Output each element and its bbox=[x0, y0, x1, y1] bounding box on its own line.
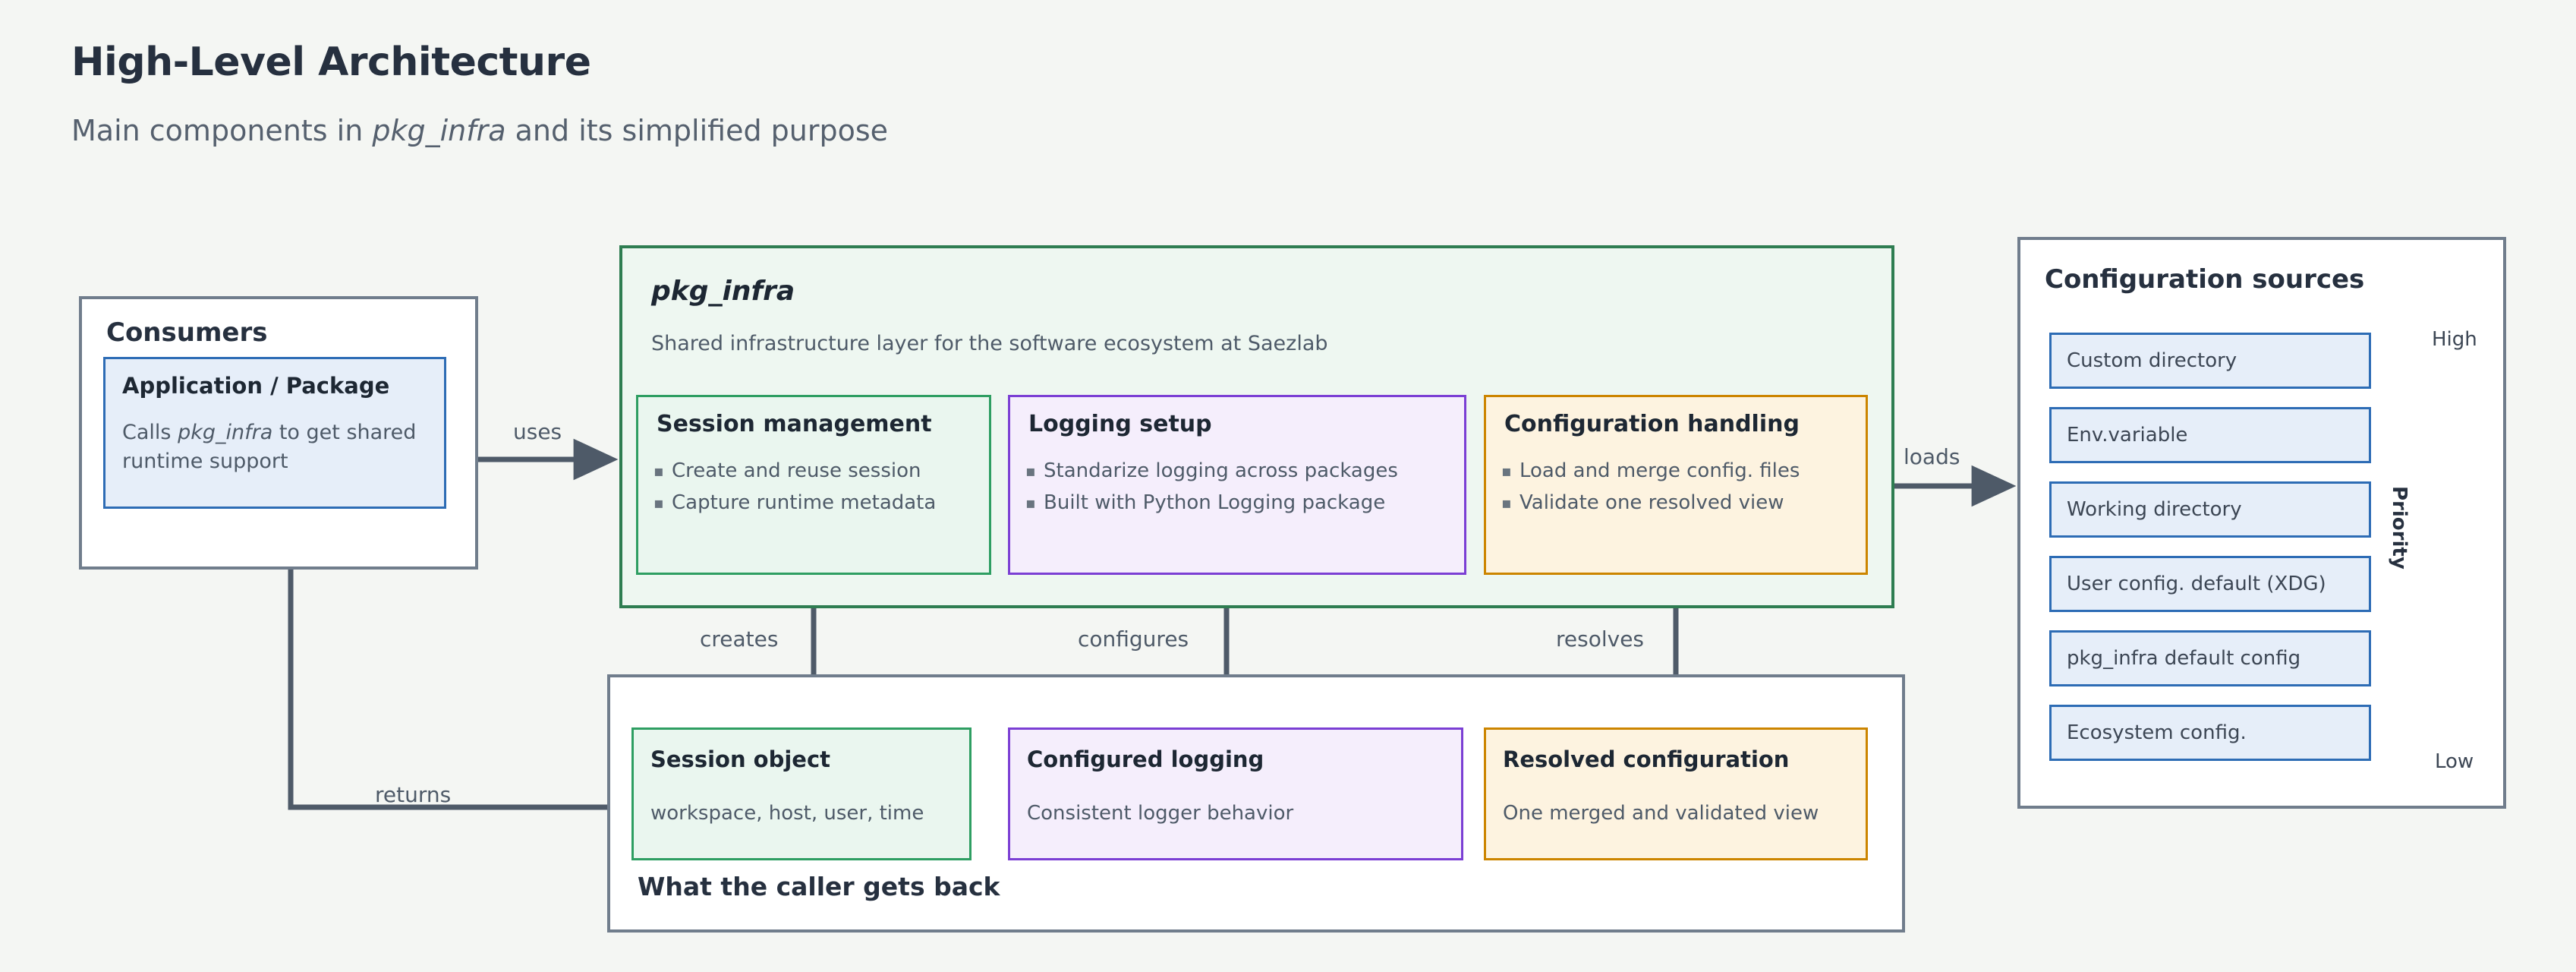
priority-low-label: Low bbox=[2435, 750, 2474, 773]
node-application-package-title: Application / Package bbox=[122, 373, 390, 399]
config-source-item[interactable]: Custom directory bbox=[2049, 333, 2371, 389]
pkg-infra-group-title: pkg_infra bbox=[651, 276, 795, 307]
node-resolved-configuration[interactable]: Resolved configuration One merged and va… bbox=[1484, 727, 1868, 860]
config-source-label: User config. default (XDG) bbox=[2067, 573, 2326, 595]
config-source-label: pkg_infra default config bbox=[2067, 647, 2301, 670]
bullet-item: Create and reuse session bbox=[652, 455, 936, 487]
page-subtitle-suffix: and its simplified purpose bbox=[505, 114, 889, 147]
node-configuration-handling[interactable]: Configuration handling Load and merge co… bbox=[1484, 395, 1868, 575]
node-configuration-handling-bullets: Load and merge config. files Validate on… bbox=[1500, 455, 1800, 519]
node-session-object-description: workspace, host, user, time bbox=[650, 802, 924, 825]
pkg-infra-group-subtitle: Shared infrastructure layer for the soft… bbox=[651, 332, 1328, 355]
page-subtitle-emphasis: pkg_infra bbox=[372, 114, 506, 147]
node-configured-logging-title: Configured logging bbox=[1027, 746, 1264, 772]
bullet-item: Built with Python Logging package bbox=[1024, 487, 1398, 519]
config-source-item[interactable]: Working directory bbox=[2049, 481, 2371, 538]
priority-high-label: High bbox=[2432, 328, 2477, 351]
bullet-item: Standarize logging across packages bbox=[1024, 455, 1398, 487]
node-desc-emphasis: pkg_infra bbox=[178, 421, 273, 444]
bullet-item: Capture runtime metadata bbox=[652, 487, 936, 519]
node-configured-logging-description: Consistent logger behavior bbox=[1027, 802, 1294, 825]
edge-label-resolves: resolves bbox=[1556, 626, 1645, 652]
bullet-item: Validate one resolved view bbox=[1500, 487, 1800, 519]
edge-label-loads: loads bbox=[1904, 444, 1960, 469]
priority-axis-label: Priority bbox=[2388, 486, 2411, 570]
config-source-label: Ecosystem config. bbox=[2067, 721, 2247, 744]
node-resolved-configuration-title: Resolved configuration bbox=[1503, 746, 1790, 772]
node-resolved-configuration-description: One merged and validated view bbox=[1503, 802, 1819, 825]
config-source-item[interactable]: Ecosystem config. bbox=[2049, 705, 2371, 761]
config-source-item[interactable]: pkg_infra default config bbox=[2049, 630, 2371, 686]
node-application-package[interactable]: Application / Package Calls pkg_infra to… bbox=[103, 357, 446, 509]
consumers-group-title: Consumers bbox=[106, 317, 268, 348]
config-source-label: Env.variable bbox=[2067, 424, 2188, 447]
outputs-group-caption: What the caller gets back bbox=[638, 872, 1000, 901]
node-configured-logging[interactable]: Configured logging Consistent logger beh… bbox=[1008, 727, 1463, 860]
page-title: High-Level Architecture bbox=[71, 39, 591, 85]
node-logging-setup-bullets: Standarize logging across packages Built… bbox=[1024, 455, 1398, 519]
bullet-item: Load and merge config. files bbox=[1500, 455, 1800, 487]
node-session-object-title: Session object bbox=[650, 746, 831, 772]
config-source-label: Working directory bbox=[2067, 498, 2242, 521]
node-desc-suffix: to get shared runtime support bbox=[122, 421, 417, 473]
config-source-item[interactable]: Env.variable bbox=[2049, 407, 2371, 463]
node-session-management[interactable]: Session management Create and reuse sess… bbox=[636, 395, 991, 575]
page-subtitle: Main components in pkg_infra and its sim… bbox=[71, 114, 888, 147]
node-logging-setup-title: Logging setup bbox=[1028, 411, 1212, 437]
node-desc-prefix: Calls bbox=[122, 421, 178, 444]
edge-label-creates: creates bbox=[700, 626, 779, 652]
edge-label-returns: returns bbox=[375, 782, 452, 807]
node-session-object[interactable]: Session object workspace, host, user, ti… bbox=[631, 727, 972, 860]
node-session-management-bullets: Create and reuse session Capture runtime… bbox=[652, 455, 936, 519]
node-configuration-handling-title: Configuration handling bbox=[1504, 411, 1800, 437]
edge-label-uses: uses bbox=[513, 419, 562, 444]
node-application-package-description: Calls pkg_infra to get shared runtime su… bbox=[122, 418, 441, 476]
configuration-sources-title: Configuration sources bbox=[2045, 264, 2365, 295]
config-source-item[interactable]: User config. default (XDG) bbox=[2049, 556, 2371, 612]
config-source-label: Custom directory bbox=[2067, 349, 2237, 372]
edge-label-configures: configures bbox=[1078, 626, 1189, 652]
node-logging-setup[interactable]: Logging setup Standarize logging across … bbox=[1008, 395, 1466, 575]
node-session-management-title: Session management bbox=[657, 411, 932, 437]
page-subtitle-prefix: Main components in bbox=[71, 114, 373, 147]
